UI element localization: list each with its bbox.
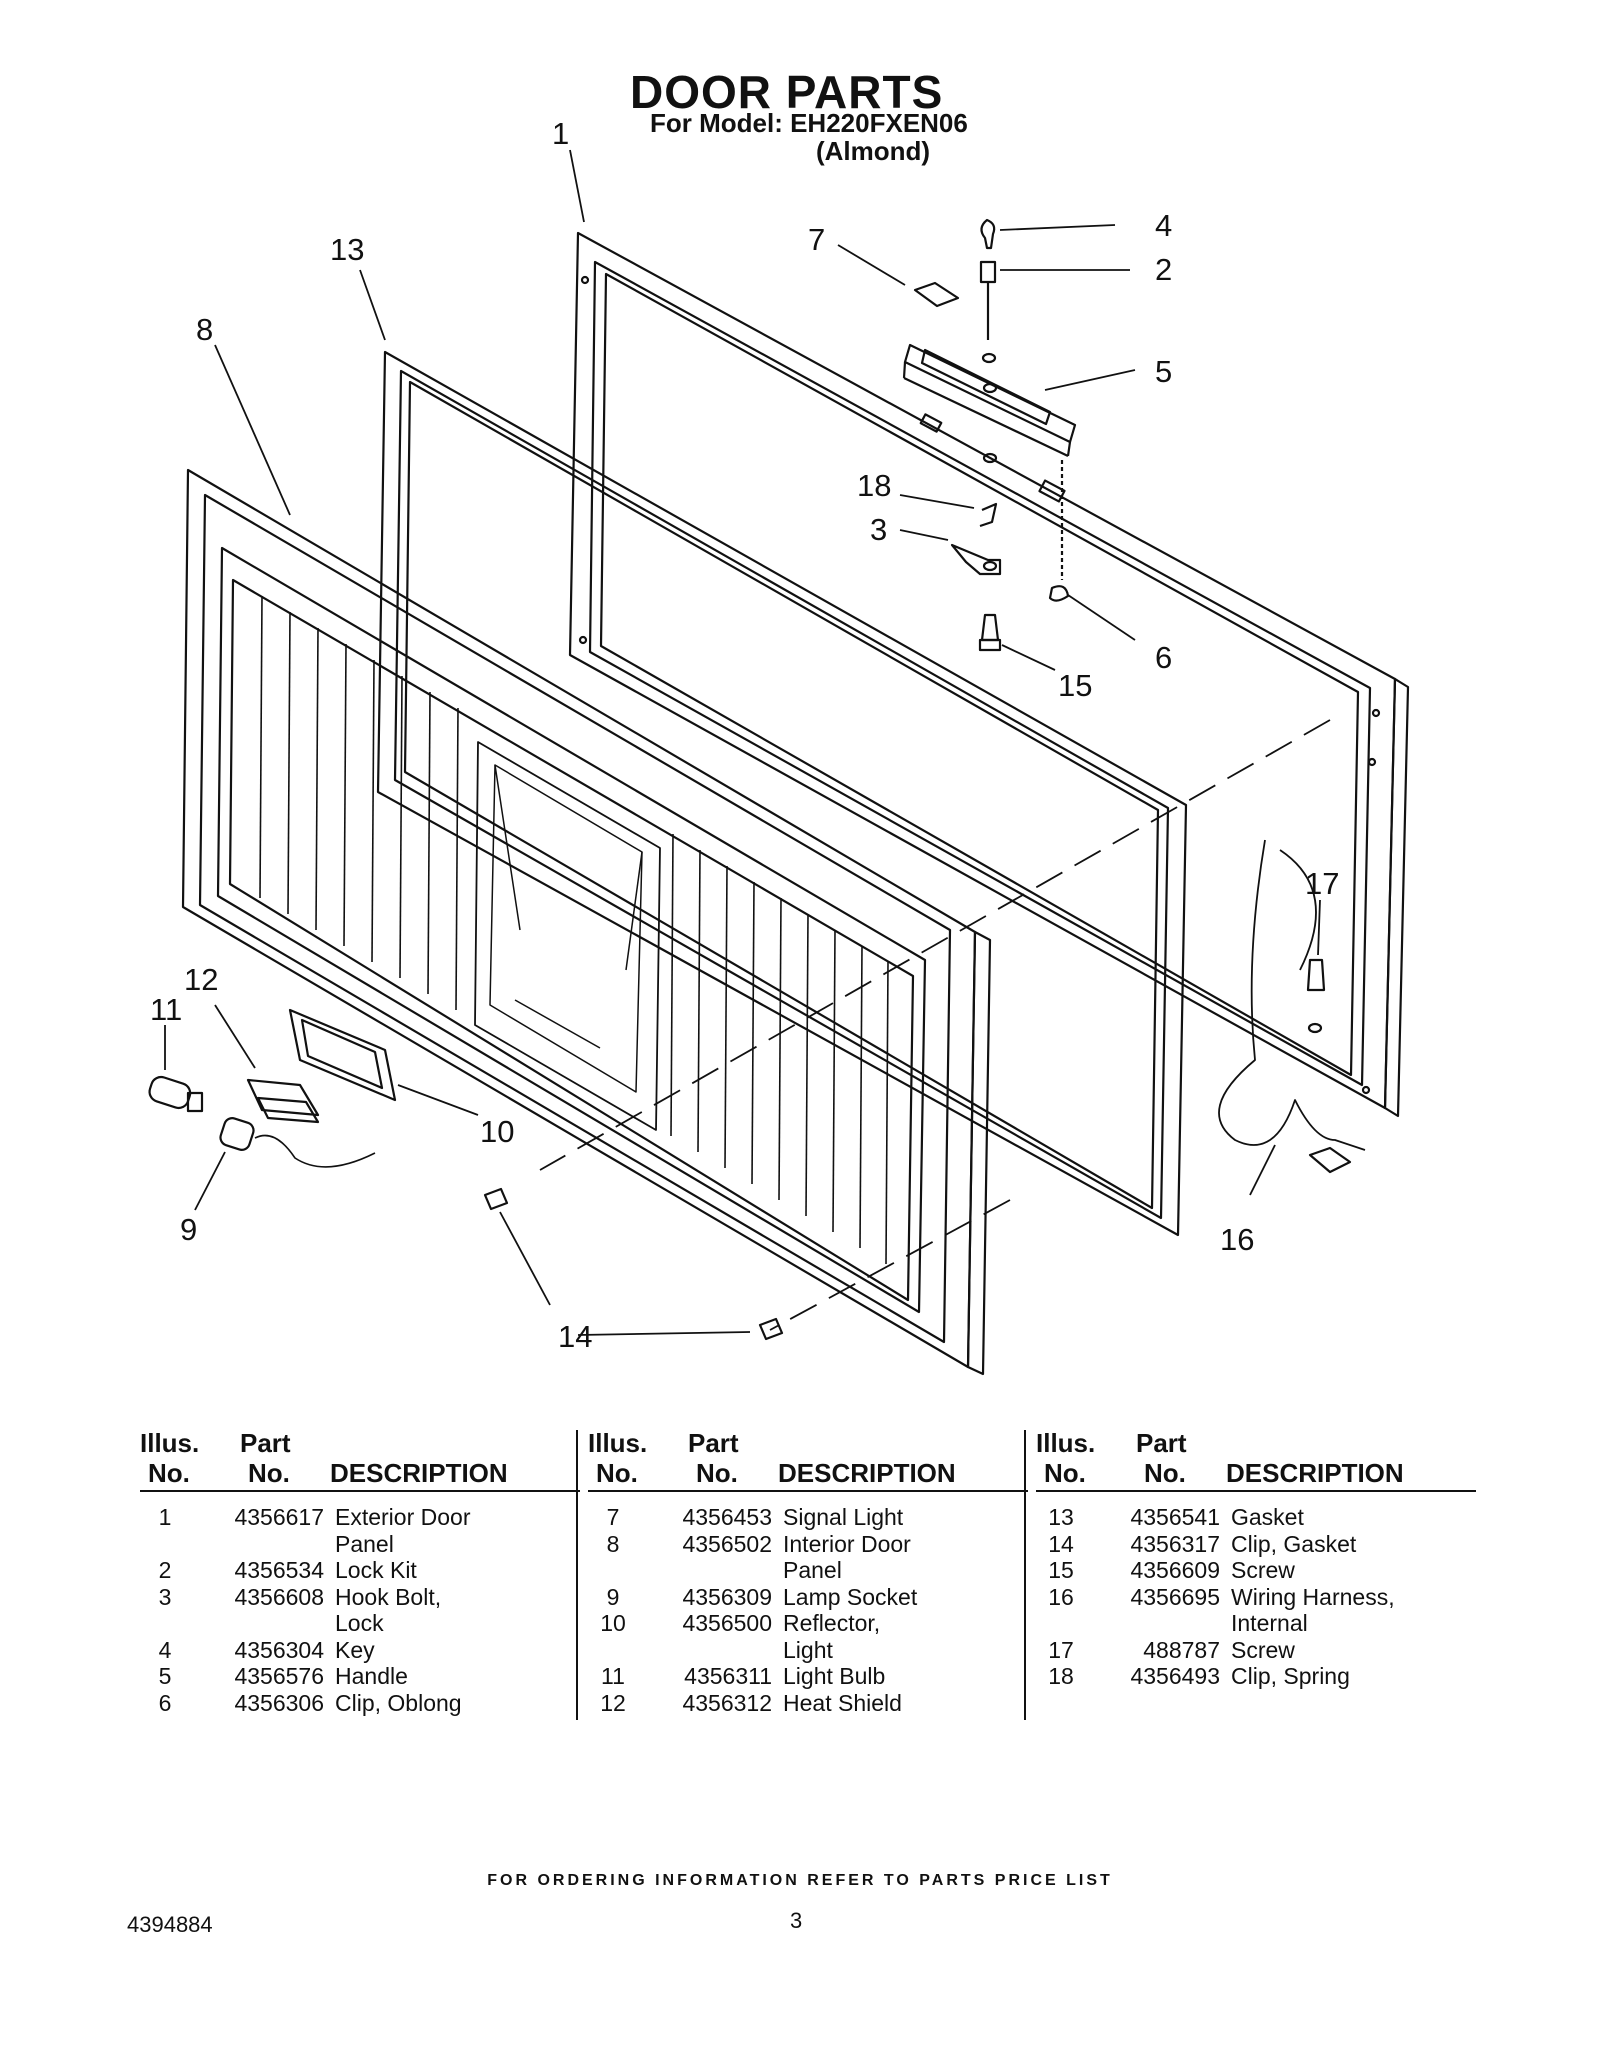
callout-7: 7: [808, 222, 825, 257]
callout-5: 5: [1155, 354, 1172, 389]
handle: [902, 343, 1077, 457]
gasket-clips: [483, 1187, 784, 1341]
screw-17: [1306, 958, 1326, 1034]
callout-1: 1: [552, 116, 569, 151]
callout-12: 12: [184, 962, 218, 997]
hook-bolt: [950, 543, 1002, 576]
callout-14: 14: [558, 1319, 592, 1354]
table-header: Illus. No. Part No. DESCRIPTION: [1036, 1428, 1476, 1492]
heat-shield: [246, 1078, 320, 1117]
screw-15: [978, 613, 1002, 652]
gasket: [376, 350, 1188, 1237]
interior-door-panel: [181, 468, 992, 1376]
column-divider: [1024, 1430, 1026, 1720]
callout-10: 10: [480, 1114, 514, 1149]
model-line: For Model: EH220FXEN06: [650, 108, 968, 138]
callout-15: 15: [1058, 668, 1092, 703]
callout-8: 8: [196, 312, 213, 347]
color-line: (Almond): [816, 136, 931, 166]
callout-6: 6: [1155, 640, 1172, 675]
oblong-clip: [1048, 585, 1070, 602]
callout-3: 3: [870, 512, 887, 547]
callout-16: 16: [1220, 1222, 1254, 1257]
callout-4: 4: [1155, 208, 1172, 243]
page-title: DOOR PARTS: [630, 66, 944, 118]
exterior-door-panel: [568, 231, 1410, 1118]
key: [980, 218, 996, 250]
ordering-note: FOR ORDERING INFORMATION REFER TO PARTS …: [487, 1872, 1113, 1889]
callout-9: 9: [180, 1212, 197, 1247]
lock-kit: [979, 260, 998, 464]
signal-light: [913, 281, 960, 308]
spring-clip: [979, 502, 998, 528]
column-divider: [576, 1430, 578, 1720]
page-number: 3: [790, 1908, 803, 1933]
document-number: 4394884: [127, 1912, 213, 1937]
reflector: [288, 1008, 397, 1102]
callout-17: 17: [1305, 866, 1339, 901]
wiring-harness: [1218, 839, 1366, 1151]
callout-18: 18: [857, 468, 891, 503]
table-header: Illus. No. Part No. DESCRIPTION: [140, 1428, 580, 1492]
callout-11: 11: [150, 992, 182, 1027]
exploded-parts-diagram: 1 4 2 7 13 8 5 18 3 6 15 17 12 11 10 9 1…: [148, 116, 1410, 1376]
callout-2: 2: [1155, 252, 1172, 287]
lamp-socket: [219, 1117, 376, 1168]
callout-13: 13: [330, 232, 364, 267]
table-header: Illus. No. Part No. DESCRIPTION: [588, 1428, 1028, 1492]
light-bulb: [148, 1075, 204, 1113]
